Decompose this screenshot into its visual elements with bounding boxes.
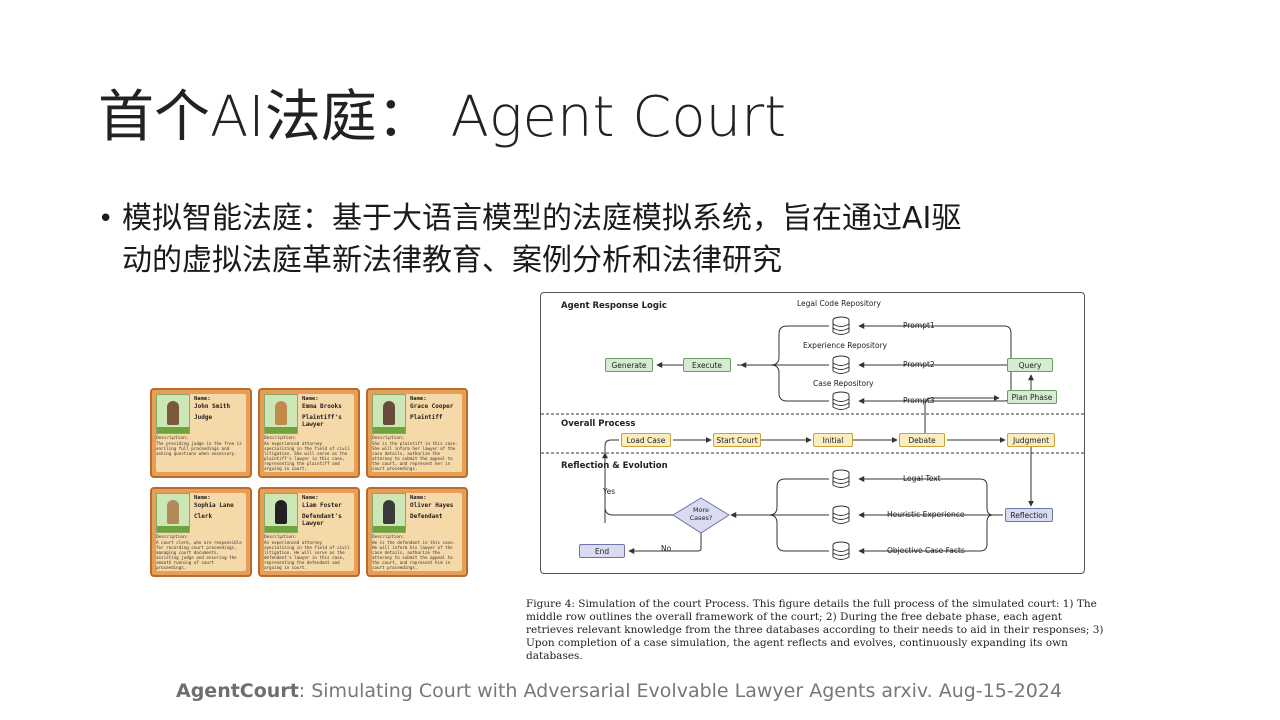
character-card: Name: Sophia Lane Clerk Description: A c…: [150, 487, 252, 577]
card-name: Liam Foster: [302, 502, 342, 509]
start-court-box: Start Court: [713, 433, 761, 447]
character-card: Name: Oliver Hayes Defendant Description…: [366, 487, 468, 577]
query-box: Query: [1007, 358, 1053, 372]
bullet-line-1: 模拟智能法庭：基于大语言模型的法庭模拟系统，旨在通过AI驱: [122, 201, 962, 236]
generate-box: Generate: [605, 358, 653, 372]
more-cases-decision: More Cases?: [689, 506, 713, 522]
card-desc: An experienced attorney specializing in …: [264, 540, 350, 570]
card-name-label: Name:: [194, 396, 211, 402]
case-repo-label: Case Repository: [813, 379, 874, 388]
card-name: John Smith: [194, 403, 231, 410]
card-name-label: Name:: [194, 495, 211, 501]
section-reflection: Reflection & Evolution: [561, 461, 668, 471]
slide-title: 首个AI法庭： Agent Court: [98, 85, 787, 150]
diagram-connectors: [541, 323, 1086, 554]
plan-phase-box: Plan Phase: [1007, 390, 1057, 404]
character-card: Name: Grace Cooper Plaintiff Description…: [366, 388, 468, 478]
card-role: Plaintiff: [410, 414, 443, 421]
card-desc: The presiding judge in the free is enril…: [156, 441, 242, 456]
court-process-diagram: Agent Response Logic Overall Process Ref…: [540, 292, 1086, 574]
card-desc-label: Description:: [372, 436, 405, 441]
database-icon: [831, 391, 851, 411]
yes-label: Yes: [603, 487, 616, 496]
card-desc-label: Description:: [264, 535, 297, 540]
card-name: Grace Cooper: [410, 403, 454, 410]
defendant-portrait-icon: [372, 493, 406, 533]
no-label: No: [661, 544, 672, 553]
plaintiff-portrait-icon: [372, 394, 406, 434]
database-icon: [831, 505, 851, 525]
judge-portrait-icon: [156, 394, 190, 434]
footer-rest: : Simulating Court with Adversarial Evol…: [298, 680, 1063, 702]
load-case-box: Load Case: [621, 433, 671, 447]
defense-lawyer-portrait-icon: [264, 493, 298, 533]
lawyer-portrait-icon: [264, 394, 298, 434]
experience-repo-label: Experience Repository: [803, 341, 888, 350]
portrait-figure: [167, 401, 179, 425]
section-overall-process: Overall Process: [561, 419, 636, 429]
card-name-label: Name:: [302, 396, 319, 402]
footer-bold: AgentCourt: [176, 680, 299, 702]
reflection-box: Reflection: [1005, 508, 1053, 522]
card-desc: An experienced attorney specializing in …: [264, 441, 350, 471]
legal-text-label: Legal Text: [903, 474, 941, 483]
card-role: Clerk: [194, 513, 213, 520]
card-desc-label: Description:: [156, 535, 189, 540]
card-name: Emma Brooks: [302, 403, 342, 410]
debate-box: Debate: [899, 433, 945, 447]
card-desc: He is the defendant in this case. He wil…: [372, 540, 456, 570]
execute-box: Execute: [683, 358, 731, 372]
card-desc-label: Description:: [372, 535, 405, 540]
clerk-portrait-icon: [156, 493, 190, 533]
end-box: End: [579, 544, 625, 558]
prompt2-label: Prompt2: [903, 360, 935, 369]
prompt1-label: Prompt1: [903, 321, 935, 330]
initial-box: Initial: [813, 433, 853, 447]
bullet-point: • 模拟智能法庭：基于大语言模型的法庭模拟系统，旨在通过AI驱 动的虚拟法庭革新…: [98, 198, 1208, 282]
section-response-logic: Agent Response Logic: [561, 301, 667, 311]
footer-citation: AgentCourt: Simulating Court with Advers…: [176, 680, 1062, 702]
card-role: Plaintiff's Lawyer: [302, 414, 342, 428]
legal-code-repo-label: Legal Code Repository: [797, 299, 881, 308]
database-icon: [831, 469, 851, 489]
card-desc-label: Description:: [156, 436, 189, 441]
character-card: Name: Emma Brooks Plaintiff's Lawyer Des…: [258, 388, 360, 478]
card-role: Judge: [194, 414, 213, 421]
bullet-dot-icon: •: [98, 204, 114, 234]
card-name-label: Name:: [410, 396, 427, 402]
prompt3-label: Prompt3: [903, 396, 935, 405]
card-name: Oliver Hayes: [410, 502, 454, 509]
bullet-line-2: 动的虚拟法庭革新法律教育、案例分析和法律研究: [122, 243, 782, 278]
card-desc: A court clerk, who are responsible for r…: [156, 540, 242, 570]
figure-caption: Figure 4: Simulation of the court Proces…: [526, 598, 1104, 662]
card-desc-label: Description:: [264, 436, 297, 441]
card-role: Defendant's Lawyer: [302, 513, 342, 527]
judgment-box: Judgment: [1007, 433, 1055, 447]
character-card: Name: Liam Foster Defendant's Lawyer Des…: [258, 487, 360, 577]
database-icon: [831, 355, 851, 375]
database-icon: [831, 541, 851, 561]
card-desc: She is the plaintiff in this case. She w…: [372, 441, 458, 471]
heuristic-experience-label: Heuristic Experience: [887, 510, 965, 519]
card-role: Defendant: [410, 513, 443, 520]
card-name-label: Name:: [410, 495, 427, 501]
card-name-label: Name:: [302, 495, 319, 501]
character-card: Name: John Smith Judge Description: The …: [150, 388, 252, 478]
objective-case-facts-label: Objective Case Facts: [887, 546, 965, 555]
database-icon: [831, 316, 851, 336]
card-name: Sophia Lane: [194, 502, 234, 509]
